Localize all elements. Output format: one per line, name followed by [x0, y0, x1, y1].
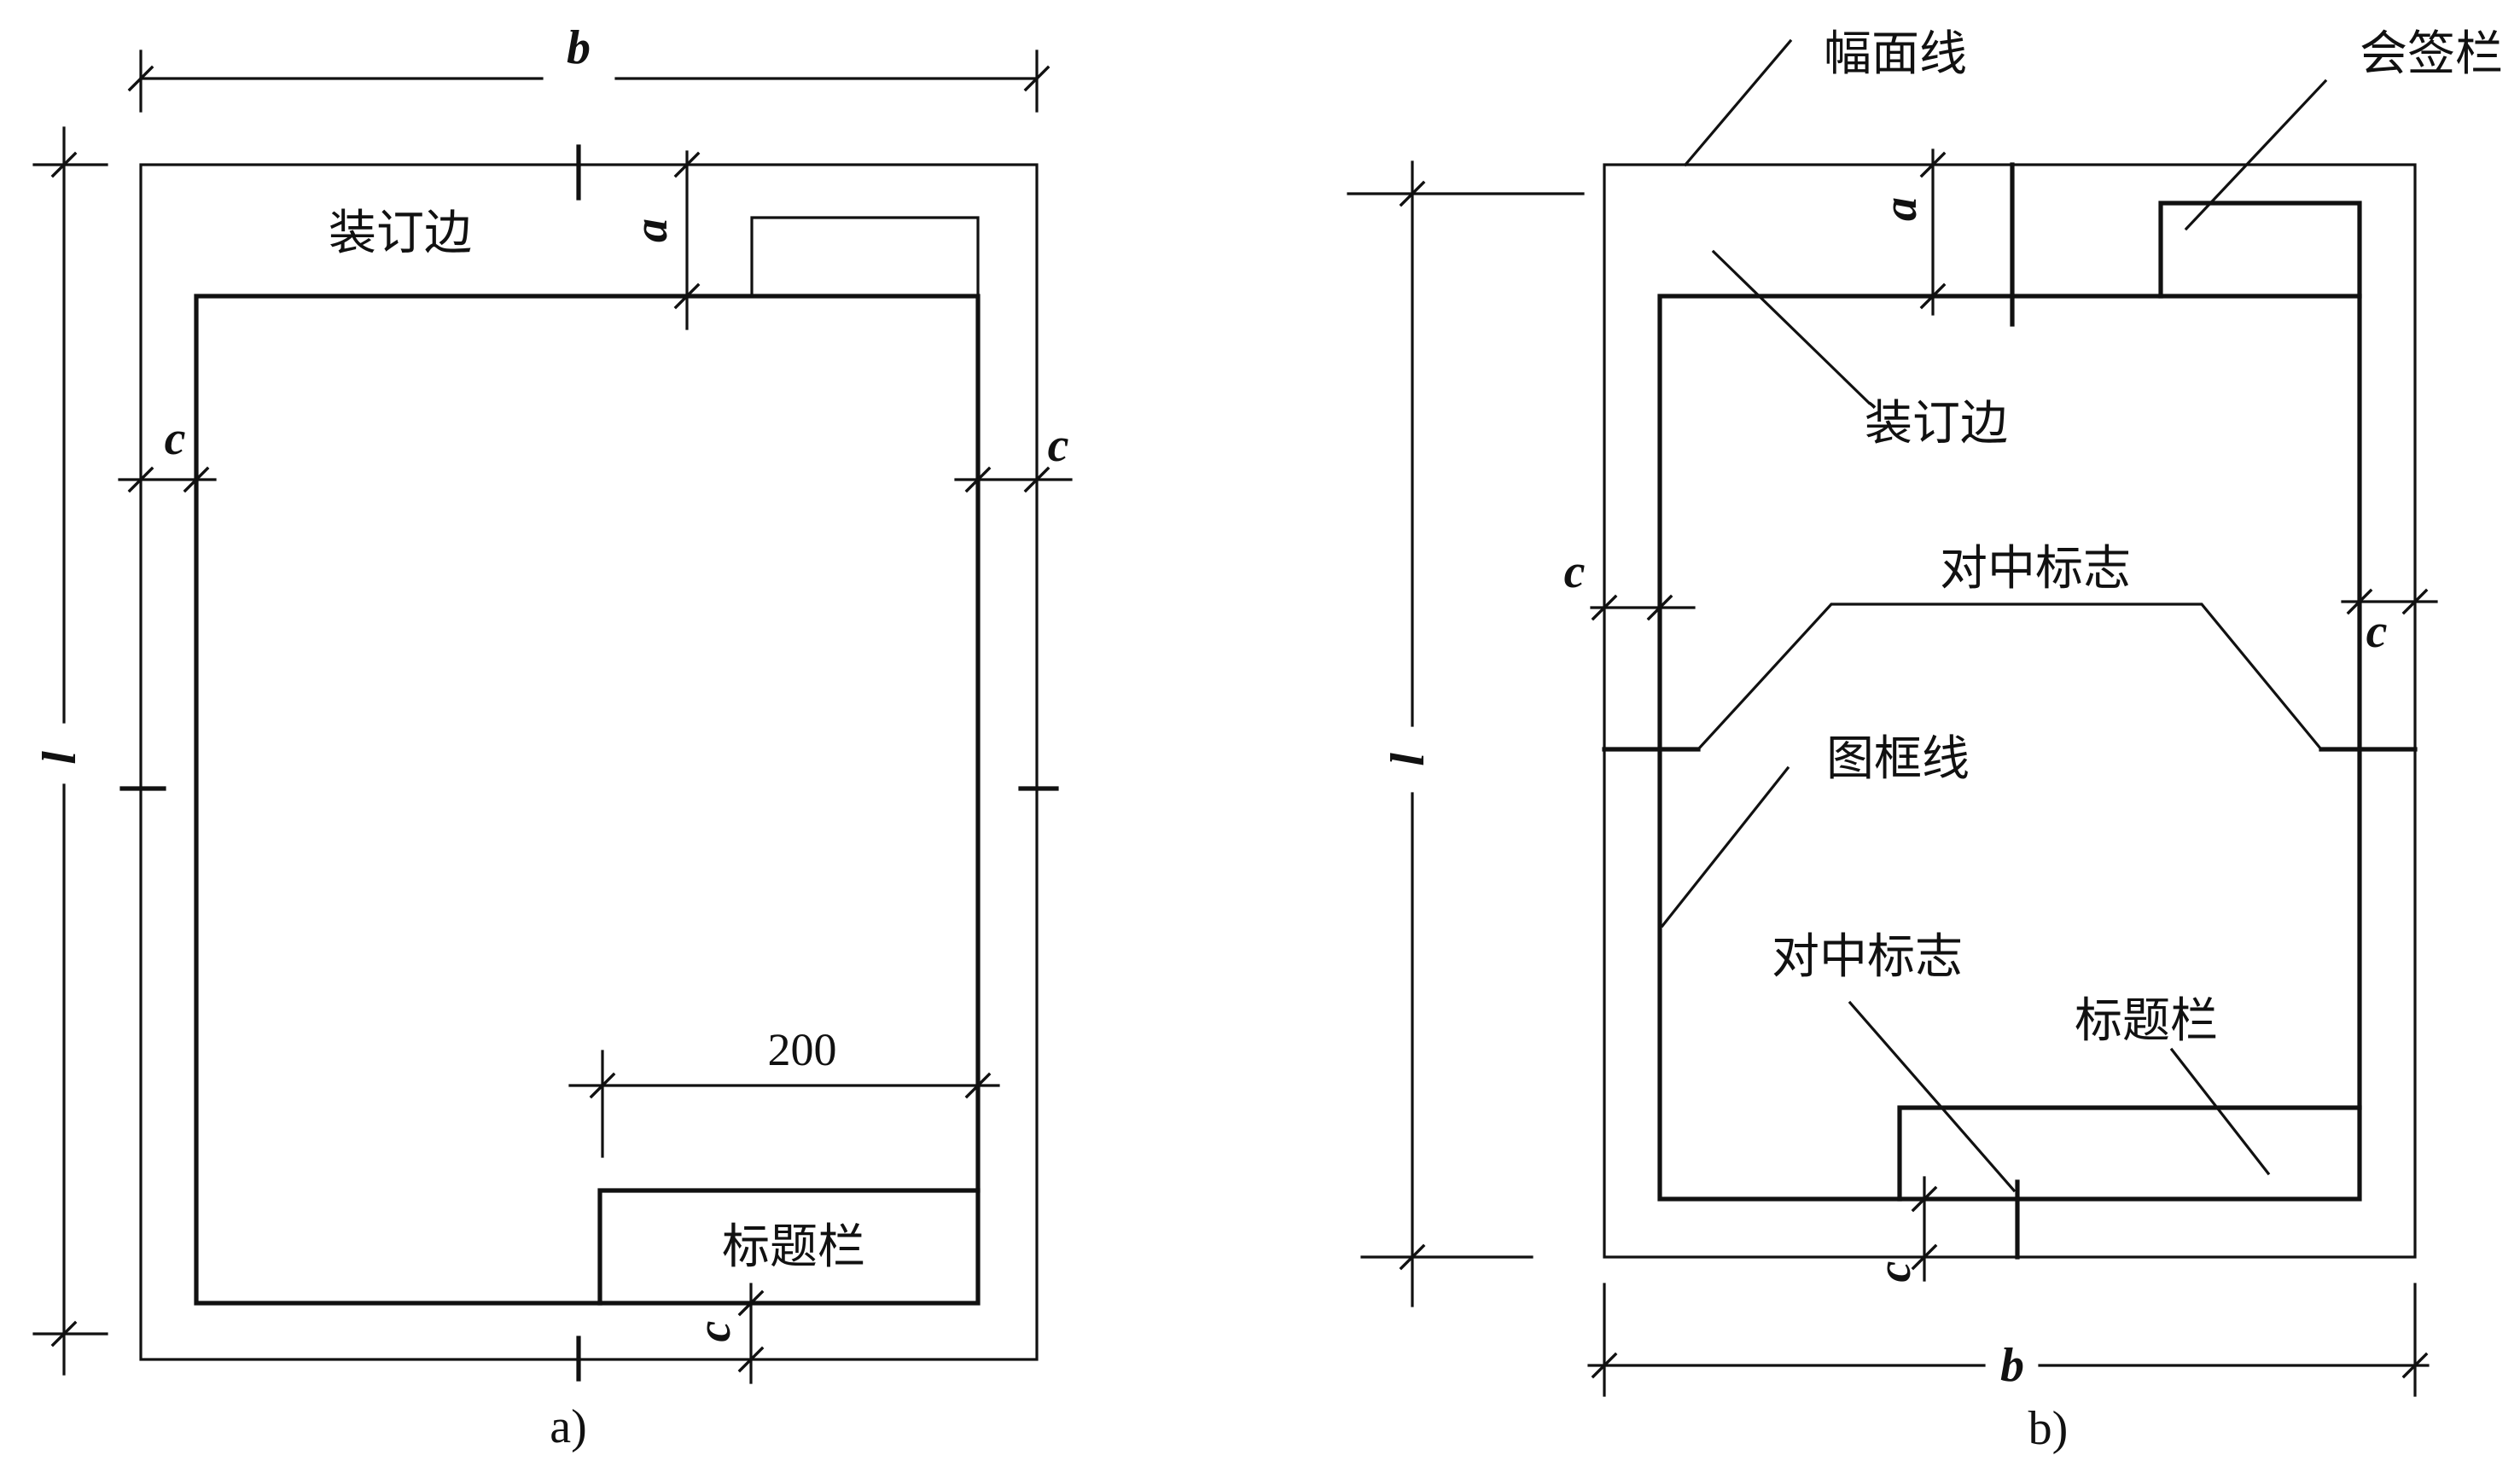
- title-block-a: [597, 1188, 981, 1306]
- signature-block-label-b: 会签栏: [2360, 26, 2503, 82]
- dimension-c-left-a: c: [118, 412, 217, 493]
- sheet-border-a: [139, 163, 1039, 1361]
- frame-line-label-b: 图框线: [1826, 731, 1970, 787]
- label-a-a: a: [625, 218, 678, 242]
- dimension-a-b: a: [1874, 148, 1947, 316]
- leader-frame-line-b: [1660, 765, 1790, 928]
- label-c-right-b: c: [2366, 605, 2388, 658]
- label-l-b: l: [1382, 753, 1435, 766]
- dimension-l-b: l: [1347, 160, 1585, 1307]
- caption-a: a): [550, 1400, 587, 1453]
- leader-centering-mark-top-b: [1696, 602, 2324, 752]
- label-b-top-a: b: [567, 21, 591, 74]
- label-a-b: a: [1874, 197, 1927, 221]
- dimension-c-right-b: c: [2341, 588, 2438, 658]
- title-block-b: [1897, 1105, 2362, 1202]
- title-block-label-b: 标题栏: [2075, 993, 2218, 1049]
- title-block-label-a: 标题栏: [722, 1219, 865, 1275]
- dimension-b-a: b: [127, 21, 1050, 113]
- dimension-c-bottom-a: c: [688, 1283, 765, 1384]
- label-c-bottom-a: c: [688, 1320, 741, 1342]
- label-200-a: 200: [768, 1024, 837, 1075]
- centering-mark-bottom-label-b: 对中标志: [1772, 929, 1963, 985]
- label-c-bottom-b: c: [1868, 1260, 1921, 1282]
- binding-edge-label-a: 装订边: [329, 206, 472, 261]
- leader-sheet-border-b: [1683, 38, 1793, 167]
- dimension-l-a: l: [32, 126, 108, 1376]
- caption-b: b): [2028, 1402, 2069, 1455]
- dimension-c-bottom-b: c: [1868, 1176, 1938, 1282]
- label-c-left-b: c: [1564, 545, 1586, 598]
- drawing-frame-a: [194, 294, 981, 1306]
- centering-mark-top-label-b: 对中标志: [1940, 541, 2131, 597]
- label-c-right-a: c: [1048, 419, 1069, 472]
- label-c-left-a: c: [165, 412, 186, 465]
- dimension-c-right-a: c: [954, 419, 1073, 493]
- dimension-a-a: a: [625, 150, 701, 330]
- dimension-200-a: 200: [568, 1024, 1000, 1158]
- sheet-border-label-b: 幅面线: [1824, 26, 1967, 82]
- leader-signature-block-b: [2184, 79, 2328, 231]
- leader-binding-edge-b: [1711, 249, 1871, 405]
- diagram-a: b l a 装订边 c: [32, 21, 1073, 1453]
- label-b-bottom-b: b: [2000, 1339, 2024, 1392]
- leader-centering-mark-bottom-b: [1848, 1000, 2017, 1193]
- dimension-c-left-b: c: [1564, 545, 1696, 621]
- sheet-border-b: [1603, 163, 2417, 1259]
- label-l-a: l: [33, 751, 86, 765]
- diagram-b: 幅面线 会签栏 a 装订边 对中标志 c c: [1347, 26, 2503, 1455]
- signature-block-a: [750, 216, 980, 298]
- leader-title-block-b: [2169, 1047, 2271, 1176]
- drawing-frame-b: [1657, 294, 2362, 1202]
- binding-edge-label-b: 装订边: [1865, 396, 2008, 451]
- signature-block-b: [2158, 201, 2362, 299]
- dimension-b-b: b: [1587, 1283, 2430, 1397]
